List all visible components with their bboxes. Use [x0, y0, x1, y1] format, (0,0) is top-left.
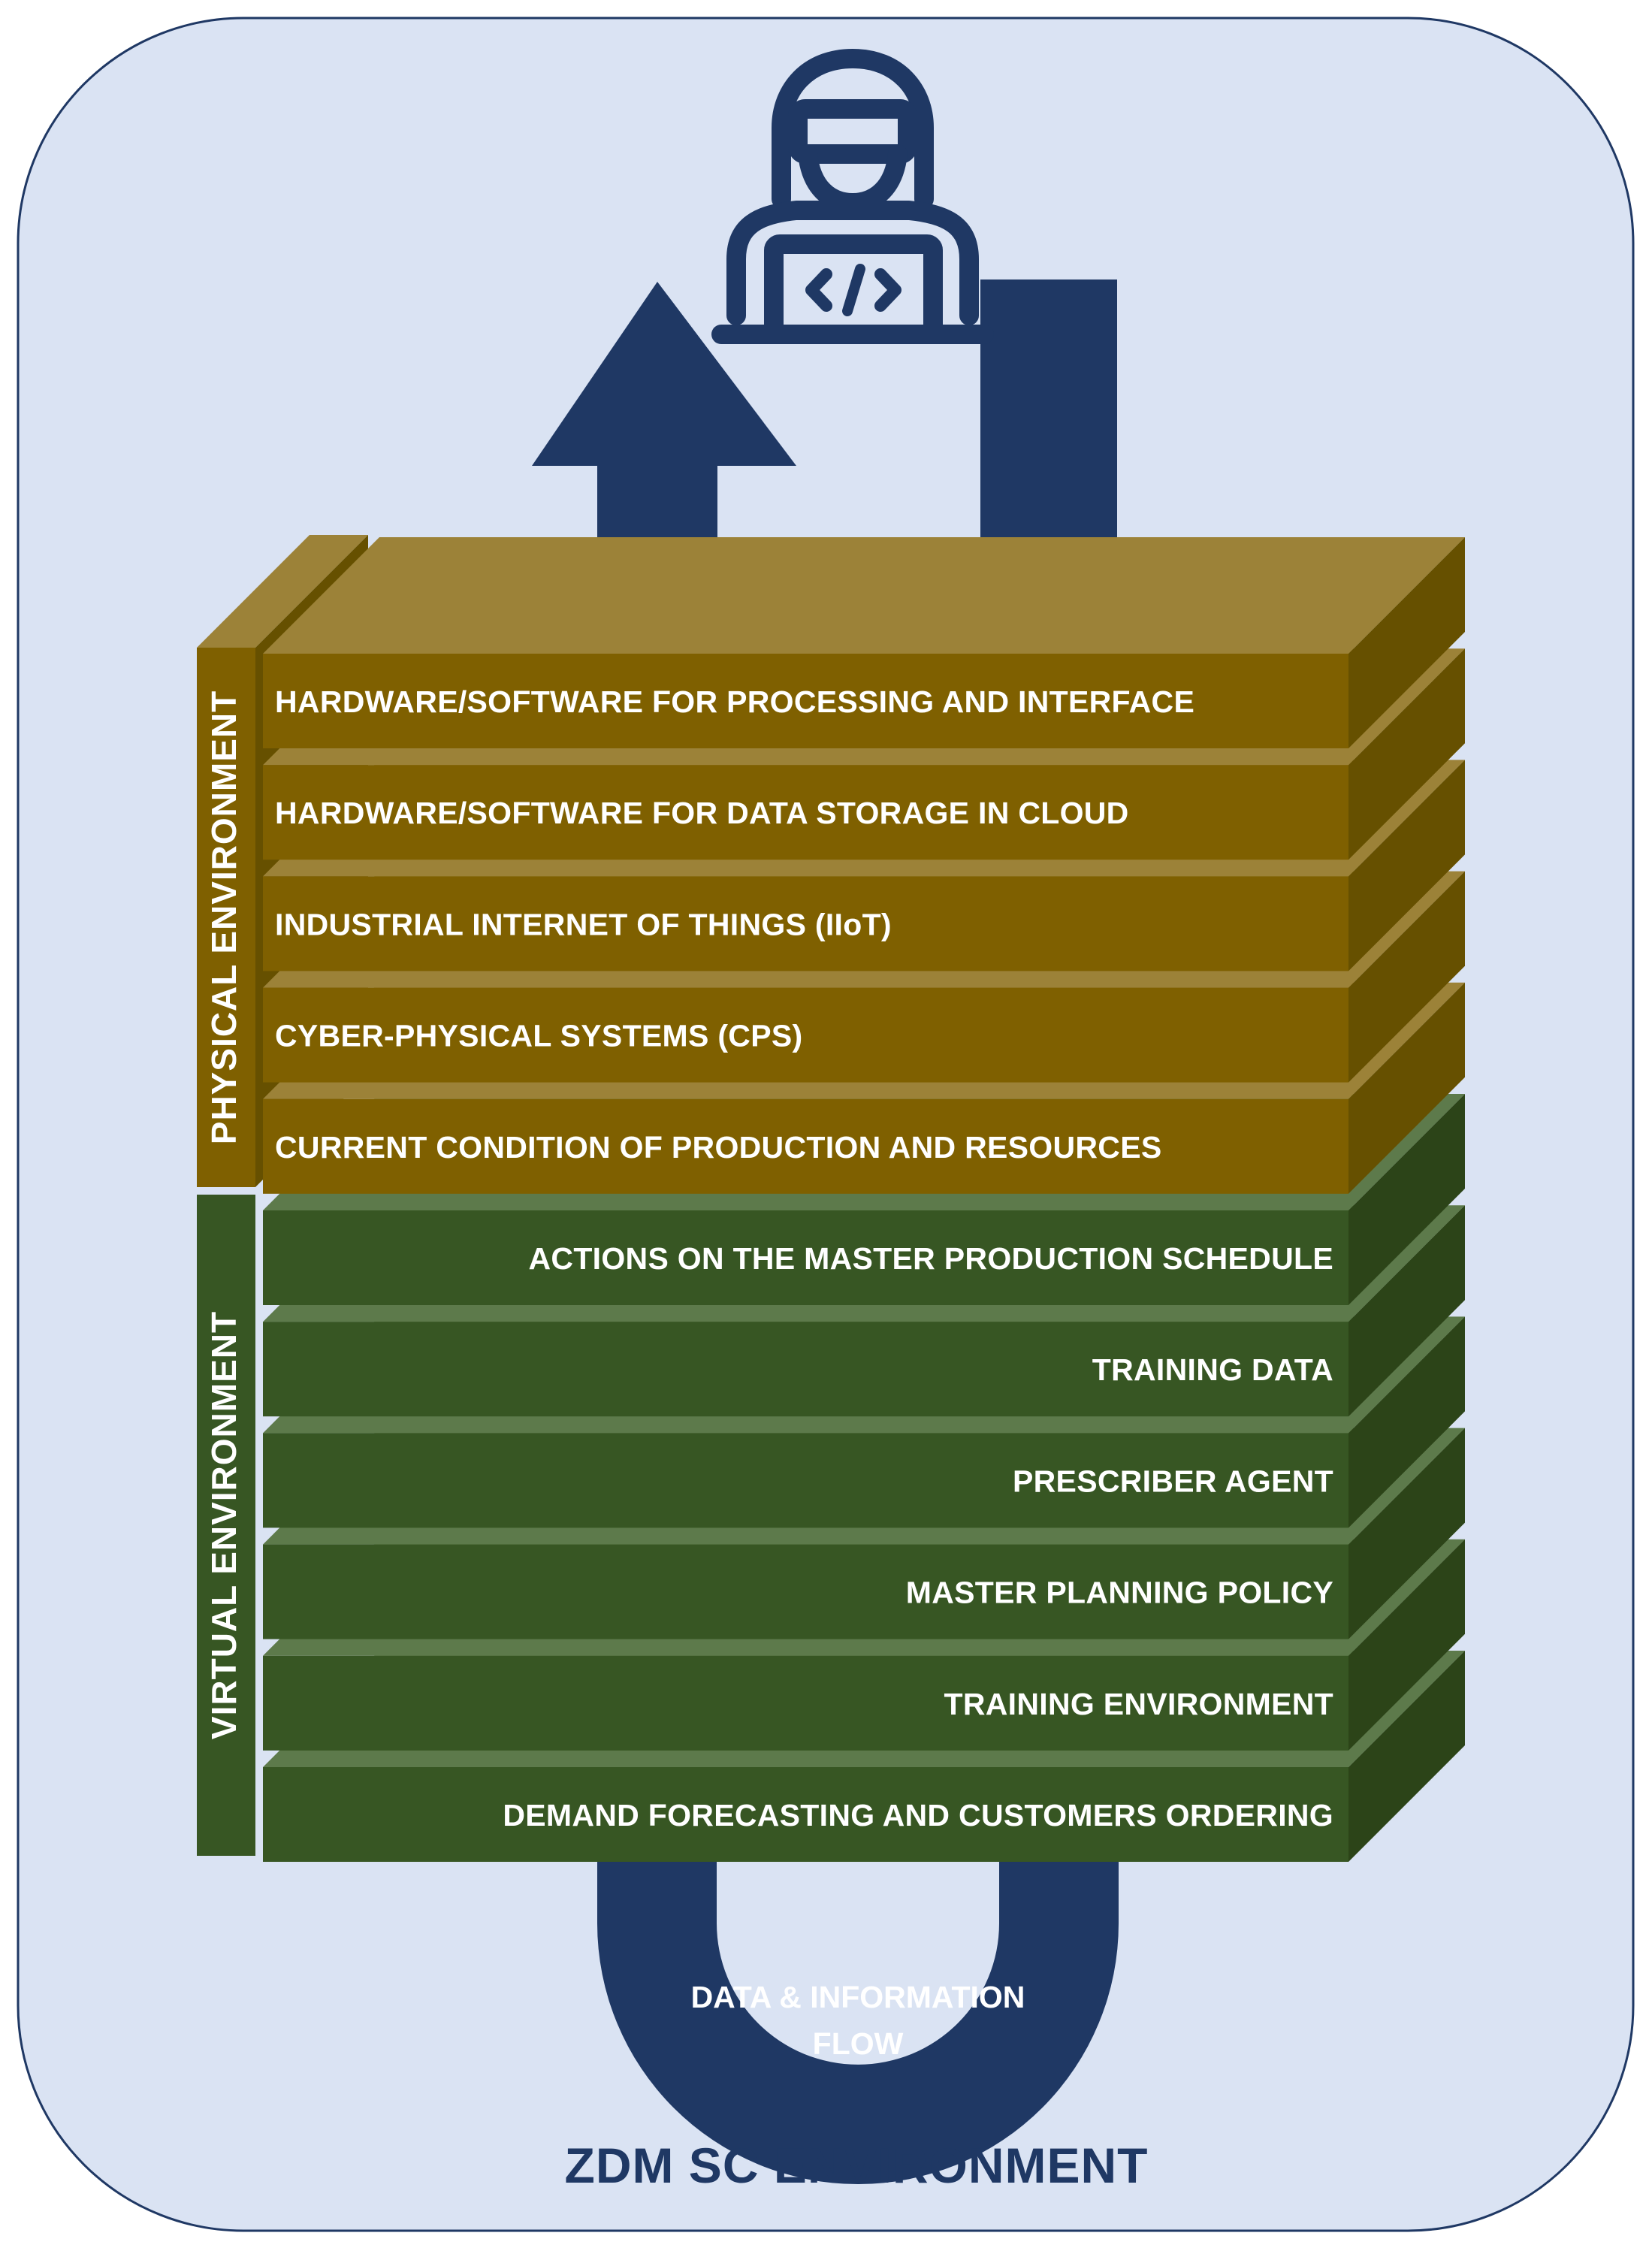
layer-side-face: [1348, 1316, 1465, 1528]
layer-label: DEMAND FORECASTING AND CUSTOMERS ORDERIN…: [503, 1798, 1333, 1833]
layer-label: INDUSTRIAL INTERNET OF THINGS (IIoT): [275, 907, 892, 941]
layer-front-face: [263, 765, 1348, 860]
layer-front-face: [263, 1322, 1348, 1417]
data-flow-label-line2: FLOW: [813, 2026, 904, 2061]
physical-environment-bar: [197, 648, 255, 1187]
layer-side-face: [1348, 537, 1465, 748]
layer-front-face: [263, 1767, 1348, 1862]
virtual-environment-bar: [197, 1195, 255, 1856]
layer-side-face: [1348, 871, 1465, 1083]
layer-label: MASTER PLANNING POLICY: [906, 1576, 1333, 1610]
layer-label: TRAINING ENVIRONMENT: [944, 1687, 1334, 1721]
developer-at-laptop-icon: [711, 49, 994, 344]
layer-label: HARDWARE/SOFTWARE FOR PROCESSING AND INT…: [275, 684, 1194, 719]
layer-front-face: [263, 1433, 1348, 1528]
layer-side-face: [1348, 1539, 1465, 1751]
layer-label: HARDWARE/SOFTWARE FOR DATA STORAGE IN CL…: [275, 796, 1129, 830]
layer-label: ACTIONS ON THE MASTER PRODUCTION SCHEDUL…: [529, 1241, 1334, 1276]
layer-front-face: [263, 1544, 1348, 1639]
layer-stack: DEMAND FORECASTING AND CUSTOMERS ORDERIN…: [263, 537, 1465, 1862]
layer-side-face: [1348, 1205, 1465, 1417]
layer-label: CYBER-PHYSICAL SYSTEMS (CPS): [275, 1019, 802, 1053]
layer-label: CURRENT CONDITION OF PRODUCTION AND RESO…: [275, 1130, 1162, 1165]
layer-front-face: [263, 1098, 1348, 1194]
layer-label: PRESCRIBER AGENT: [1013, 1464, 1333, 1498]
data-flow-return-bar: [980, 279, 1117, 542]
data-flow-label-line1: DATA & INFORMATION: [691, 1980, 1025, 2014]
layer-side-face: [1348, 982, 1465, 1194]
layer-front-face: [263, 876, 1348, 971]
layer-side-face: [1348, 1651, 1465, 1862]
virtual-environment-label: VIRTUAL ENVIRONMENT: [204, 1311, 243, 1739]
data-flow-loop: [597, 1833, 1119, 2184]
layer-side-face: [1348, 1094, 1465, 1305]
layer-label: TRAINING DATA: [1092, 1352, 1333, 1387]
up-arrow-icon: [532, 282, 796, 545]
layer-slab: HARDWARE/SOFTWARE FOR PROCESSING AND INT…: [263, 537, 1465, 748]
layer-side-face: [1348, 1428, 1465, 1639]
layer-front-face: [263, 987, 1348, 1083]
physical-environment-label: PHYSICAL ENVIRONMENT: [204, 690, 243, 1144]
layer-front-face: [263, 1210, 1348, 1305]
layer-side-face: [1348, 648, 1465, 860]
layer-front-face: [263, 654, 1348, 748]
virtual-environment-group: VIRTUAL ENVIRONMENT: [197, 1195, 255, 1856]
layer-top-face: [263, 537, 1465, 654]
diagram-title: ZDM SC ENVIRONMENT: [565, 2138, 1149, 2193]
layer-front-face: [263, 1655, 1348, 1751]
layer-side-face: [1348, 760, 1465, 971]
